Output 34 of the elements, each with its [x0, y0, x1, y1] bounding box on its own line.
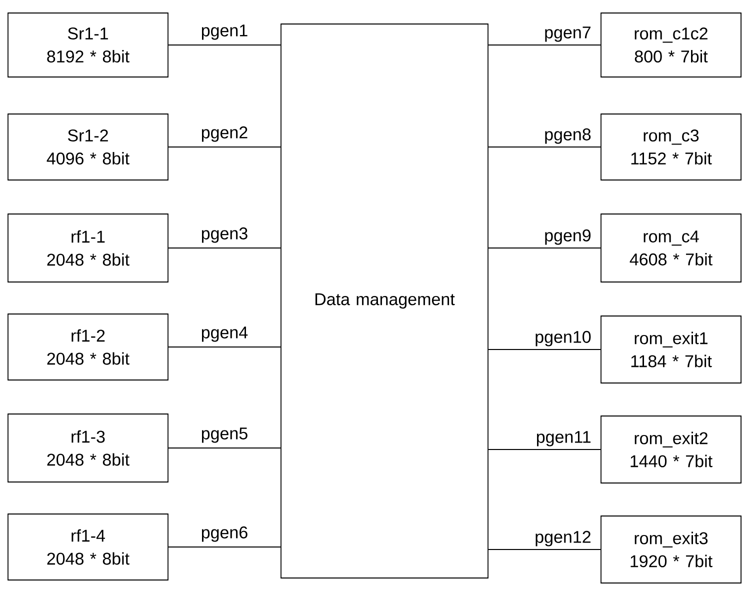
edge-label: pgen6: [202, 526, 248, 542]
edge-label: pgen2: [202, 126, 248, 142]
data-management-box: Data management: [280, 24, 488, 578]
edge-label: pgen3: [202, 227, 248, 243]
edge-label: pgen9: [545, 229, 591, 245]
memory-box: Sr1-2 4096 * 8bit: [8, 114, 168, 180]
memory-box: rf1-2 2048 * 8bit: [8, 314, 168, 380]
connector-line: [168, 44, 281, 46]
edge-label: pgen7: [545, 26, 590, 42]
edge-label: pgen4: [202, 326, 248, 342]
memory-box: rf1-3 2048 * 8bit: [8, 414, 168, 482]
memory-box: Sr1-1 8192 * 8bit: [8, 12, 168, 78]
connector-line: [488, 449, 601, 450]
connector-line: [168, 146, 281, 148]
connector-line: [488, 146, 601, 148]
edge-label: pgen12: [536, 530, 590, 546]
memory-box: rom_exit2 1440 * 7bit: [600, 416, 742, 484]
edge-label: pgen8: [545, 128, 591, 144]
memory-box: rom_c3 1152 * 7bit: [600, 114, 742, 180]
memory-box: rom_exit1 1184 * 7bit: [600, 316, 742, 384]
edge-label: pgen5: [202, 428, 248, 443]
memory-box: rf1-1 2048 * 8bit: [8, 214, 168, 282]
connector-line: [488, 549, 601, 550]
edge-label: pgen1: [202, 24, 248, 40]
connector-line: [168, 346, 281, 348]
edge-label: pgen10: [536, 330, 591, 346]
connector-line: [168, 546, 281, 548]
memory-box: rf1-4 2048 * 8bit: [8, 514, 168, 580]
edge-label: pgen11: [536, 431, 591, 446]
connector-line: [488, 44, 601, 46]
memory-box: rom_c4 4608 * 7bit: [600, 214, 742, 282]
memory-box: rom_c1c2 800 * 7bit: [600, 12, 742, 78]
connector-line: [488, 349, 601, 350]
memory-box: rom_exit3 1920 * 7bit: [600, 516, 742, 584]
